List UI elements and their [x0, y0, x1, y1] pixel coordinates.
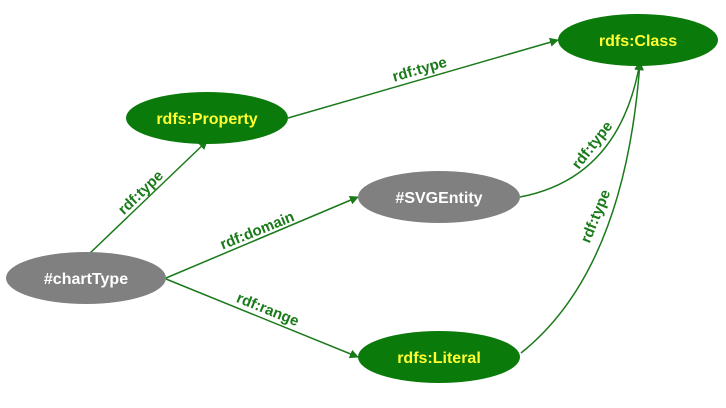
edge-charttype-to-literal[interactable] — [165, 278, 359, 359]
edge-charttype-to-property[interactable] — [87, 140, 208, 256]
node-rdfs-property[interactable]: rdfs:Property — [126, 92, 288, 144]
edge-label-literal-to-class: rdf:type — [577, 187, 614, 245]
edge-literal-to-class[interactable] — [520, 61, 644, 354]
edge-label-charttype-to-literal: rdf:range — [234, 290, 301, 330]
node-svg-entity[interactable]: #SVGEntity — [358, 171, 520, 223]
edge-svgentity-to-class[interactable] — [519, 61, 644, 198]
node-rdfs-literal[interactable]: rdfs:Literal — [358, 331, 520, 383]
node-rdfs-property-shape[interactable] — [126, 92, 288, 144]
node-rdfs-property-label: rdfs:Property — [156, 111, 257, 128]
node-svg-entity-label: #SVGEntity — [395, 190, 482, 207]
node-rdfs-class-shape[interactable] — [558, 14, 718, 66]
node-rdfs-literal-label: rdfs:Literal — [397, 350, 481, 367]
edges — [87, 37, 644, 359]
node-rdfs-literal-shape[interactable] — [358, 331, 520, 383]
edge-property-to-class[interactable] — [287, 37, 559, 119]
node-chart-type-shape[interactable] — [6, 252, 166, 304]
node-svg-entity-shape[interactable] — [358, 171, 520, 223]
edge-label-charttype-to-property: rdf:type — [115, 167, 167, 218]
node-rdfs-class[interactable]: rdfs:Class — [558, 14, 718, 66]
edge-charttype-to-svgentity[interactable] — [165, 196, 359, 279]
node-rdfs-class-label: rdfs:Class — [599, 33, 677, 50]
node-chart-type[interactable]: #chartType — [6, 252, 166, 304]
edge-label-svgentity-to-class: rdf:type — [569, 118, 617, 172]
edge-label-property-to-class: rdf:type — [391, 54, 449, 86]
node-chart-type-label: #chartType — [44, 271, 128, 288]
edge-label-charttype-to-svgentity: rdf:domain — [218, 208, 297, 253]
